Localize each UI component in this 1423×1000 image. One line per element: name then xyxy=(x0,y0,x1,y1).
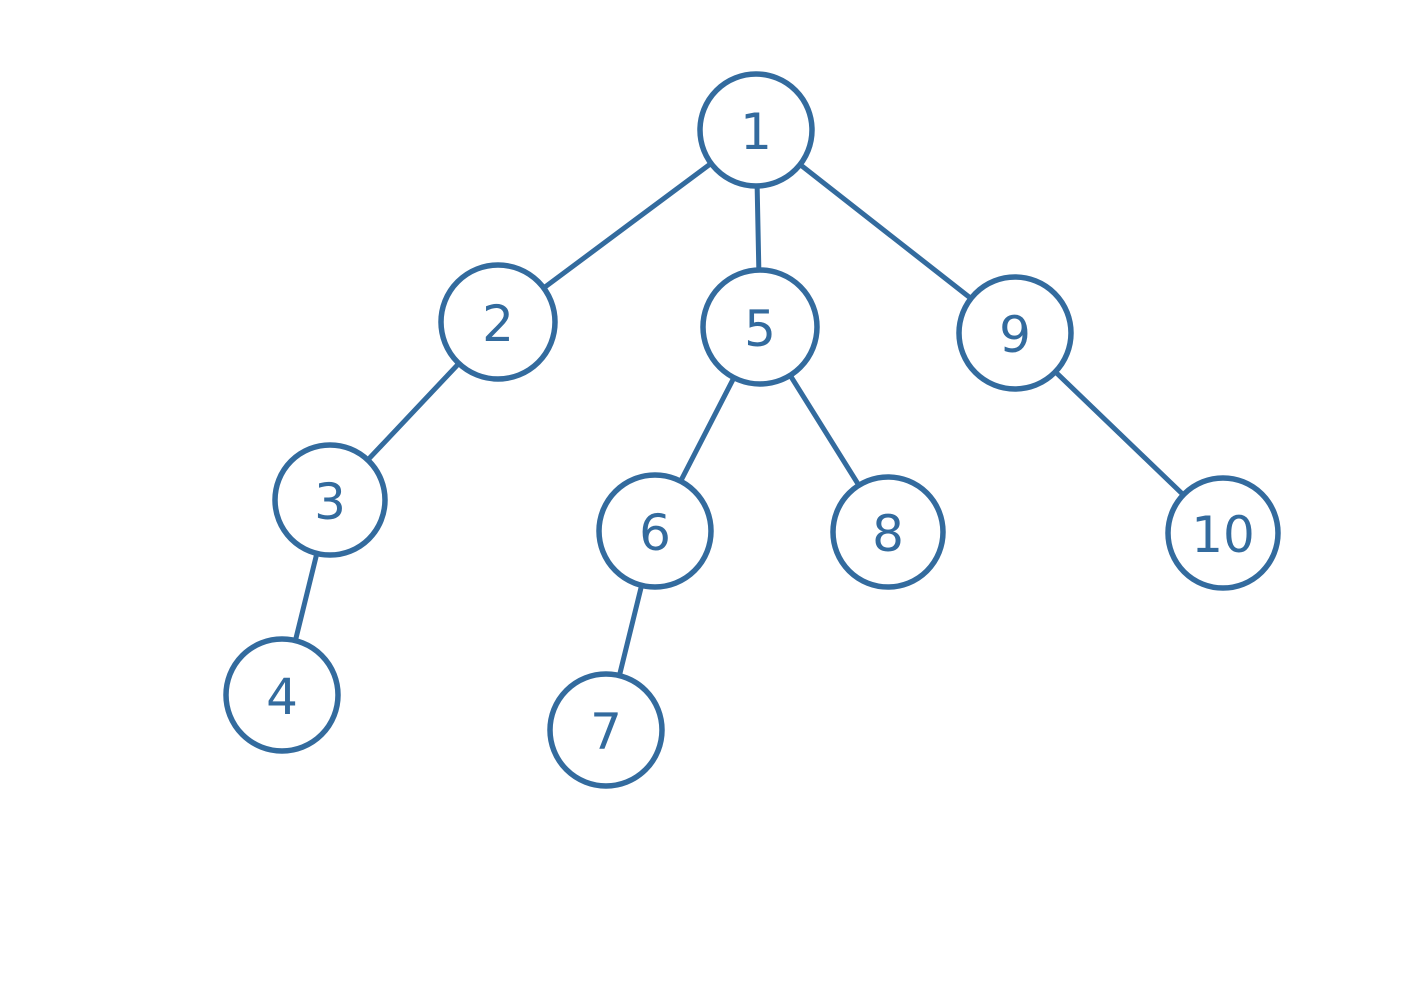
node-circle-5 xyxy=(700,267,820,387)
node-circle-10 xyxy=(1165,475,1281,591)
node-label-5: 5 xyxy=(744,300,776,358)
tree-node-7: 7 xyxy=(547,671,665,789)
node-label-8: 8 xyxy=(872,505,904,563)
tree-node-8: 8 xyxy=(830,474,946,590)
tree-node-5: 5 xyxy=(700,267,820,387)
tree-node-9: 9 xyxy=(956,274,1074,392)
node-label-1: 1 xyxy=(740,103,772,161)
node-circle-6 xyxy=(596,472,714,590)
node-label-7: 7 xyxy=(590,703,622,761)
node-circle-7 xyxy=(547,671,665,789)
tree-node-1: 1 xyxy=(697,71,815,189)
node-label-2: 2 xyxy=(482,295,514,353)
node-circle-3 xyxy=(272,442,388,558)
node-label-10: 10 xyxy=(1191,506,1255,564)
node-circle-1 xyxy=(697,71,815,189)
node-circle-4 xyxy=(223,636,341,754)
node-circle-2 xyxy=(438,262,558,382)
tree-node-4: 4 xyxy=(223,636,341,754)
node-label-9: 9 xyxy=(999,306,1031,364)
node-label-4: 4 xyxy=(266,668,298,726)
node-label-3: 3 xyxy=(314,473,346,531)
node-label-6: 6 xyxy=(639,504,671,562)
node-circle-9 xyxy=(956,274,1074,392)
tree-node-6: 6 xyxy=(596,472,714,590)
tree-node-3: 3 xyxy=(272,442,388,558)
tree-node-2: 2 xyxy=(438,262,558,382)
node-circle-8 xyxy=(830,474,946,590)
tree-node-10: 10 xyxy=(1165,475,1281,591)
